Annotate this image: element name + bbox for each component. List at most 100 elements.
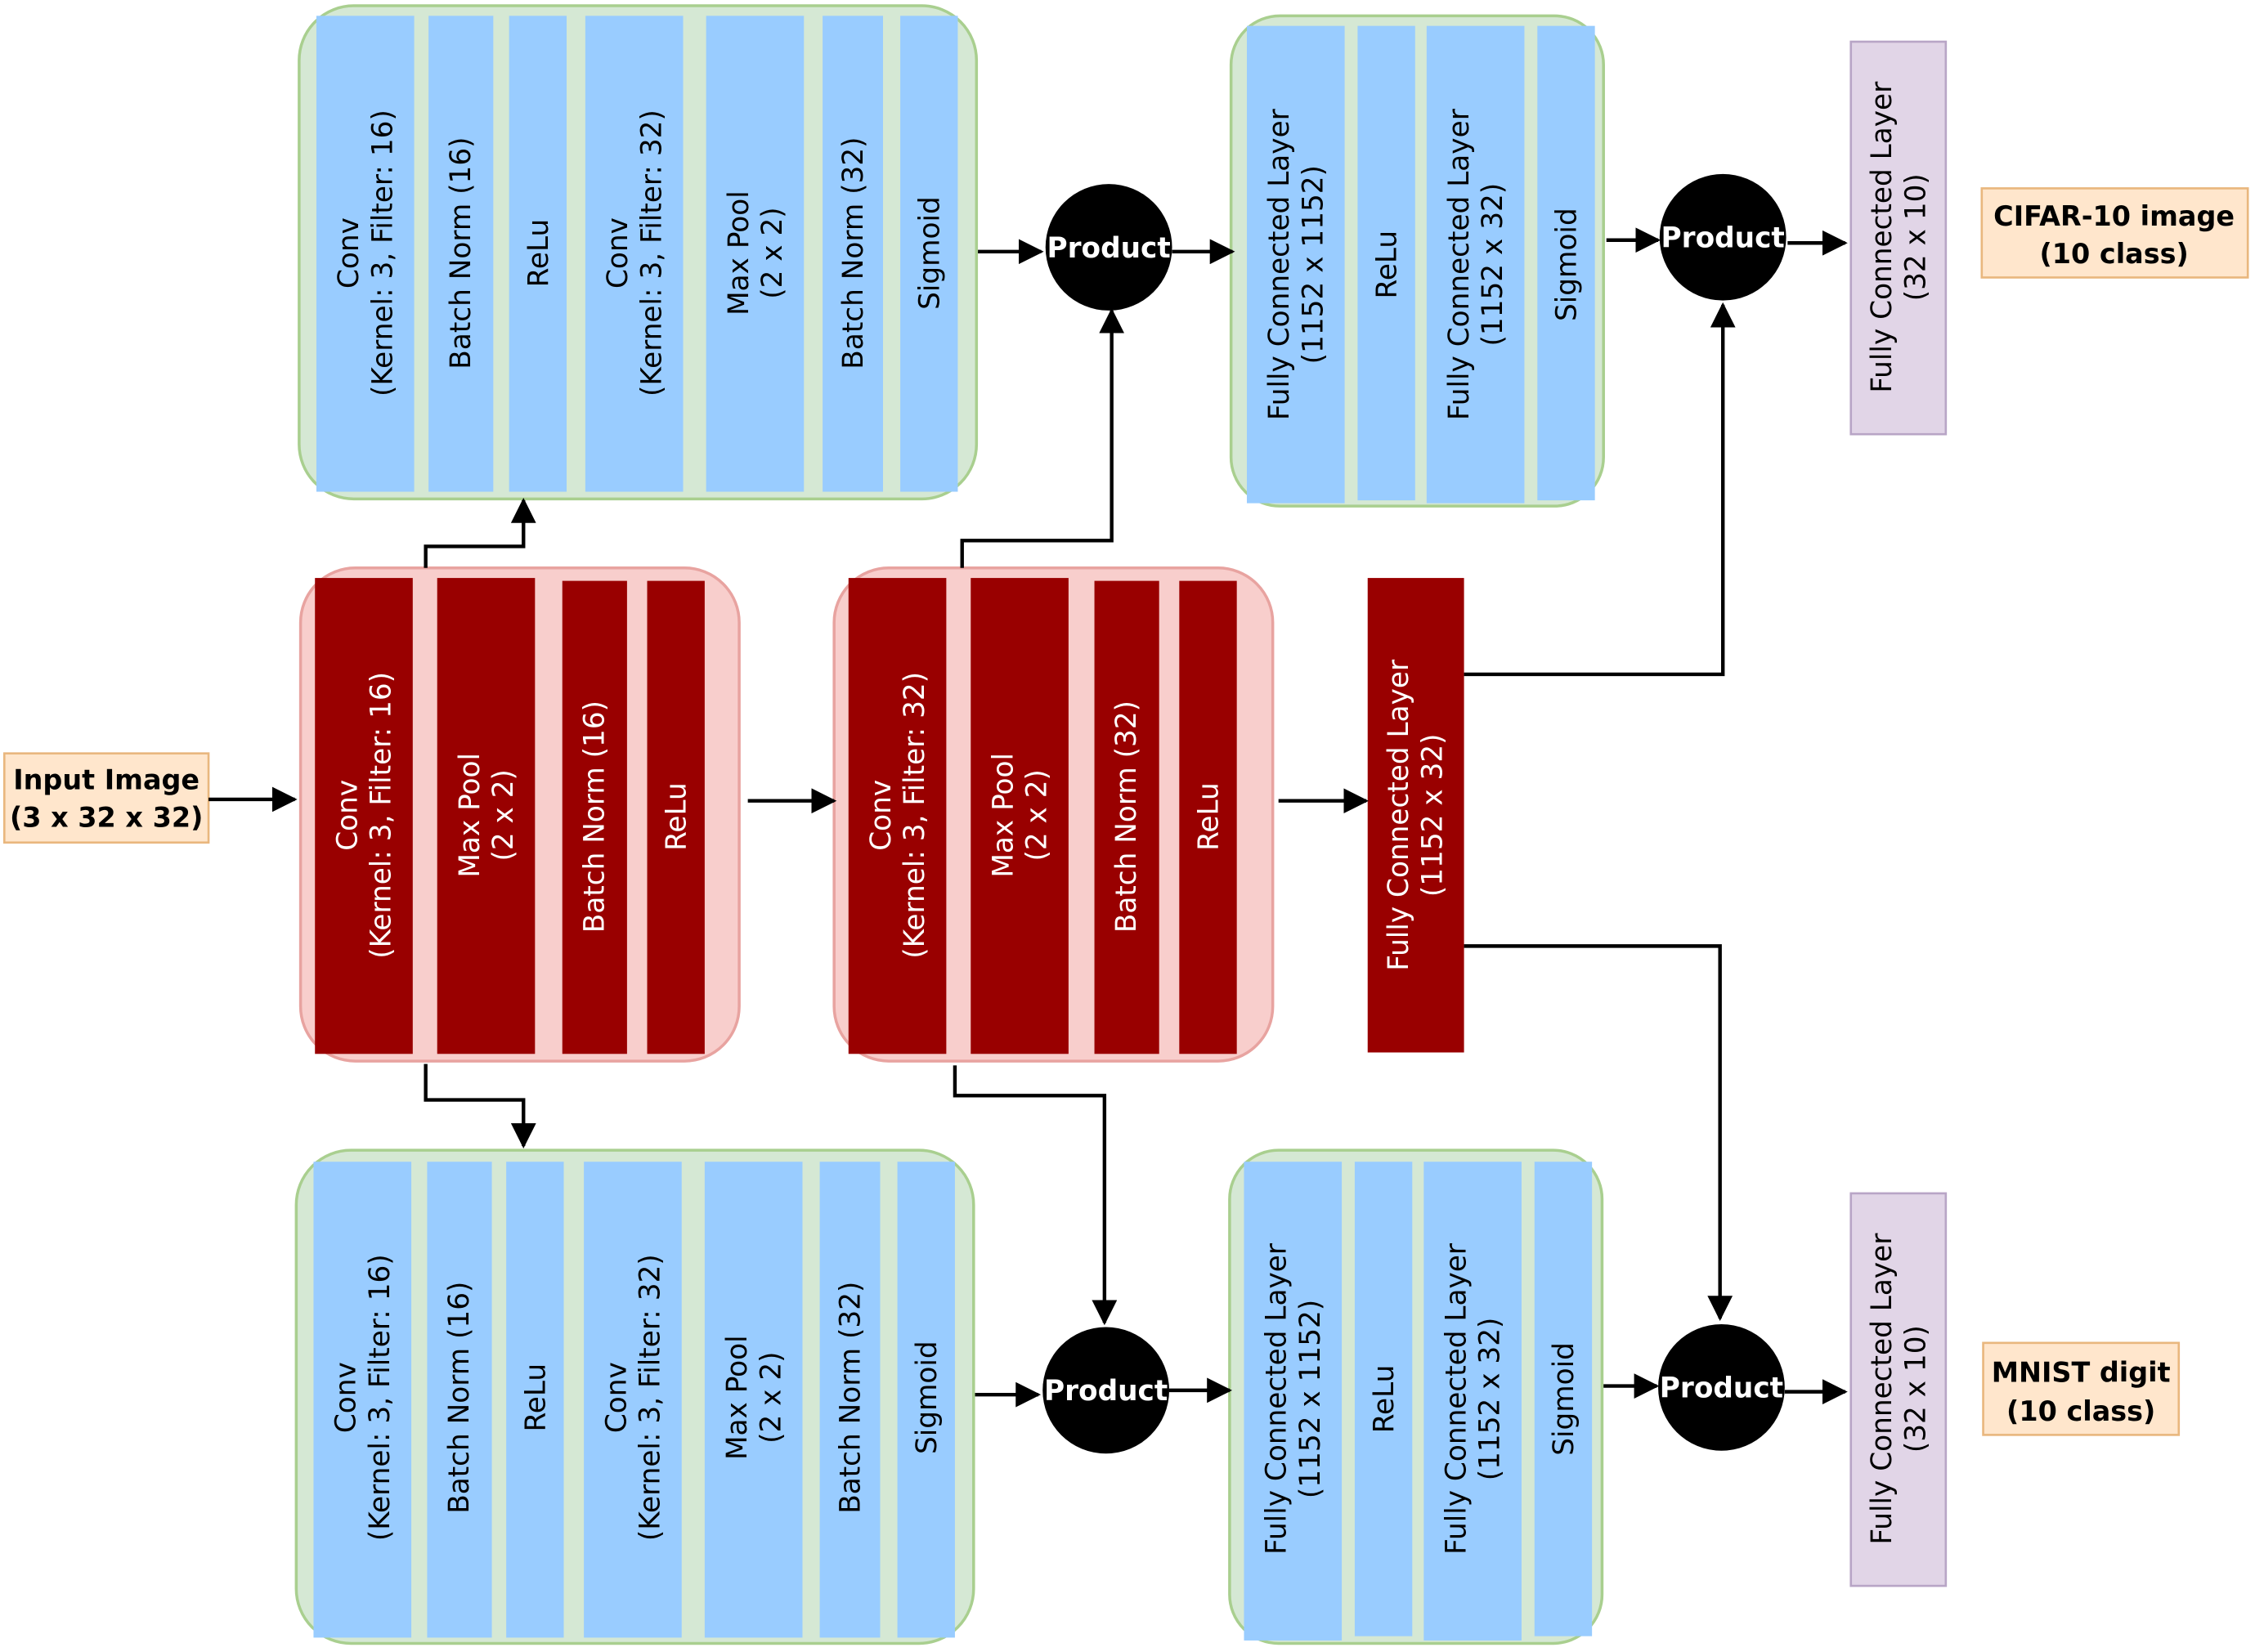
- label-line: (1152 x 1152): [1294, 1300, 1327, 1498]
- output-top-box: [1980, 187, 2249, 279]
- label-line: Conv: [331, 780, 364, 851]
- label-line: Batch Norm (16): [445, 137, 477, 369]
- arrow-shared1-to-attention-bottom: [424, 1063, 536, 1148]
- label-line: (1152 x 1152): [1297, 165, 1329, 364]
- attention-top-maxpool-bar: [706, 16, 805, 492]
- fc-bottom-relu-label: ReLu: [1368, 1365, 1401, 1434]
- fc-top-sigmoid-bar: [1537, 25, 1595, 501]
- label-line: ReLu: [1368, 1365, 1401, 1434]
- label-line: ReLu: [519, 1363, 552, 1432]
- label-line: ReLu: [522, 219, 555, 288]
- label-line: (32 x 10): [1899, 173, 1932, 301]
- shared-block-2-layers: [848, 578, 1237, 1054]
- label-line: (1152 x 32): [1474, 1318, 1507, 1481]
- attention-bottom-layers: [313, 1162, 955, 1638]
- label-line: (Kernel: 3, Filter: 32): [899, 672, 931, 959]
- shared-fc-label: Fully Connected Layer(1152 x 32): [1383, 659, 1449, 971]
- attention-top-sigmoid-bar: [900, 16, 958, 492]
- product-node-bottom-right: Product: [1658, 1323, 1785, 1451]
- attention-top-conv16-bar: [316, 16, 415, 492]
- fc-top-fc1152-label: Fully Connected Layer(1152 x 1152): [1263, 108, 1329, 420]
- product-label-top-left: Product: [1047, 232, 1171, 265]
- label-line: Max Pool: [723, 190, 755, 316]
- output-top-line1: CIFAR-10 image: [1993, 200, 2235, 232]
- attention-bottom-batchnorm32-label: Batch Norm (32): [835, 1282, 867, 1514]
- output-bottom-line2: (10 class): [2006, 1395, 2155, 1427]
- shared-1-conv16-bar: [315, 578, 413, 1054]
- output-bottom-line1: MNIST digit: [1992, 1356, 2171, 1388]
- label-line: Batch Norm (32): [837, 137, 870, 369]
- label-line: (2 x 2): [1021, 769, 1054, 861]
- attention-top-conv32-label: Conv(Kernel: 3, Filter: 32): [602, 110, 668, 396]
- fc-bottom-fc1152-bar: [1244, 1162, 1343, 1641]
- label-line: (1152 x 32): [1477, 183, 1509, 347]
- label-line: ReLu: [1193, 782, 1226, 851]
- attention-top-conv32-bar: [585, 16, 684, 492]
- label-line: (2 x 2): [756, 207, 789, 298]
- output-fc-bottom-box: [1849, 1192, 1948, 1587]
- fc-bottom-fc32-label: Fully Connected Layer(1152 x 32): [1441, 1242, 1507, 1555]
- shared-1-relu-bar: [647, 580, 705, 1054]
- product-node-bottom-left: Product: [1042, 1327, 1170, 1454]
- label-line: Fully Connected Layer: [1261, 1242, 1293, 1555]
- shared-1-batchnorm16-label: Batch Norm (16): [578, 701, 611, 933]
- attention-bottom-sigmoid-bar: [897, 1162, 955, 1638]
- fc-top-layers: [1246, 25, 1595, 504]
- fc-top-sigmoid-label: Sigmoid: [1550, 208, 1583, 321]
- arrow-sharedfc-to-product-bottom-2: [1464, 944, 1733, 1322]
- fc-bottom-fc32-bar: [1423, 1162, 1522, 1641]
- label-line: Fully Connected Layer: [1263, 108, 1296, 420]
- connectors: [208, 227, 1848, 1408]
- product-node-top-right: Product: [1659, 173, 1787, 301]
- label-line: (Kernel: 3, Filter: 32): [635, 110, 668, 396]
- attention-bottom-maxpool-bar: [704, 1162, 803, 1638]
- fc-bottom-layers: [1244, 1162, 1593, 1641]
- label-line: (Kernel: 3, Filter: 16): [366, 110, 399, 396]
- label-line: Batch Norm (32): [1110, 701, 1143, 933]
- fc-bottom-sigmoid-bar: [1534, 1162, 1593, 1636]
- label-line: Conv: [333, 217, 365, 289]
- label-line: Conv: [330, 1362, 363, 1433]
- attention-bottom-conv16-label: Conv(Kernel: 3, Filter: 16): [330, 1254, 397, 1541]
- label-line: (1152 x 32): [1416, 733, 1449, 897]
- label-line: ReLu: [661, 782, 693, 851]
- product-label-bottom-left: Product: [1044, 1375, 1168, 1408]
- label-line: (Kernel: 3, Filter: 16): [364, 1254, 397, 1541]
- fc-bottom-relu-bar: [1354, 1162, 1413, 1636]
- attention-bottom-relu-bar: [506, 1162, 564, 1638]
- shared-block-1-layers: [315, 578, 705, 1054]
- attention-bottom-batchnorm16-label: Batch Norm (16): [443, 1282, 476, 1514]
- label-line: ReLu: [1371, 231, 1404, 299]
- attention-bottom-batchnorm16-bar: [427, 1162, 492, 1638]
- label-line: Fully Connected Layer: [1866, 1233, 1899, 1545]
- attention-top-batchnorm16-label: Batch Norm (16): [445, 137, 477, 369]
- arrow-shared1-to-attention-top: [424, 498, 536, 568]
- label-line: Max Pool: [454, 753, 486, 878]
- attention-top-conv16-label: Conv(Kernel: 3, Filter: 16): [333, 110, 399, 396]
- fc-top-fc32-label: Fully Connected Layer(1152 x 32): [1443, 108, 1509, 420]
- arrow-sharedfc-to-product-top-2: [1464, 302, 1736, 677]
- attention-top-relu-bar: [509, 16, 567, 492]
- product-label-bottom-right: Product: [1660, 1372, 1783, 1405]
- fc-top-relu-label: ReLu: [1371, 231, 1404, 299]
- input-box: [2, 752, 210, 844]
- attention-top-batchnorm32-label: Batch Norm (32): [837, 137, 870, 369]
- output-bottom-box: [1982, 1341, 2181, 1436]
- arrow-shared2-to-product-bottom-1: [953, 1065, 1118, 1326]
- attention-top-batchnorm16-bar: [428, 16, 494, 492]
- attention-bottom-conv32-label: Conv(Kernel: 3, Filter: 32): [600, 1254, 666, 1541]
- label-line: Max Pool: [988, 753, 1020, 878]
- attention-bottom-conv32-bar: [584, 1162, 682, 1638]
- output-fc-top-box: [1849, 40, 1948, 436]
- label-line: Conv: [602, 217, 634, 289]
- attention-bottom-batchnorm32-bar: [819, 1162, 881, 1638]
- shared-2-conv32-label: Conv(Kernel: 3, Filter: 32): [865, 672, 931, 959]
- attention-top-maxpool-label: Max Pool(2 x 2): [723, 190, 789, 316]
- label-line: (2 x 2): [755, 1351, 787, 1443]
- label-line: Fully Connected Layer: [1441, 1242, 1473, 1555]
- attention-bottom-relu-label: ReLu: [519, 1363, 552, 1432]
- fc-top-relu-bar: [1357, 25, 1415, 501]
- label-line: Fully Connected Layer: [1383, 659, 1415, 971]
- shared-1-conv16-label: Conv(Kernel: 3, Filter: 16): [331, 672, 397, 959]
- shared-1-maxpool-bar: [437, 578, 536, 1054]
